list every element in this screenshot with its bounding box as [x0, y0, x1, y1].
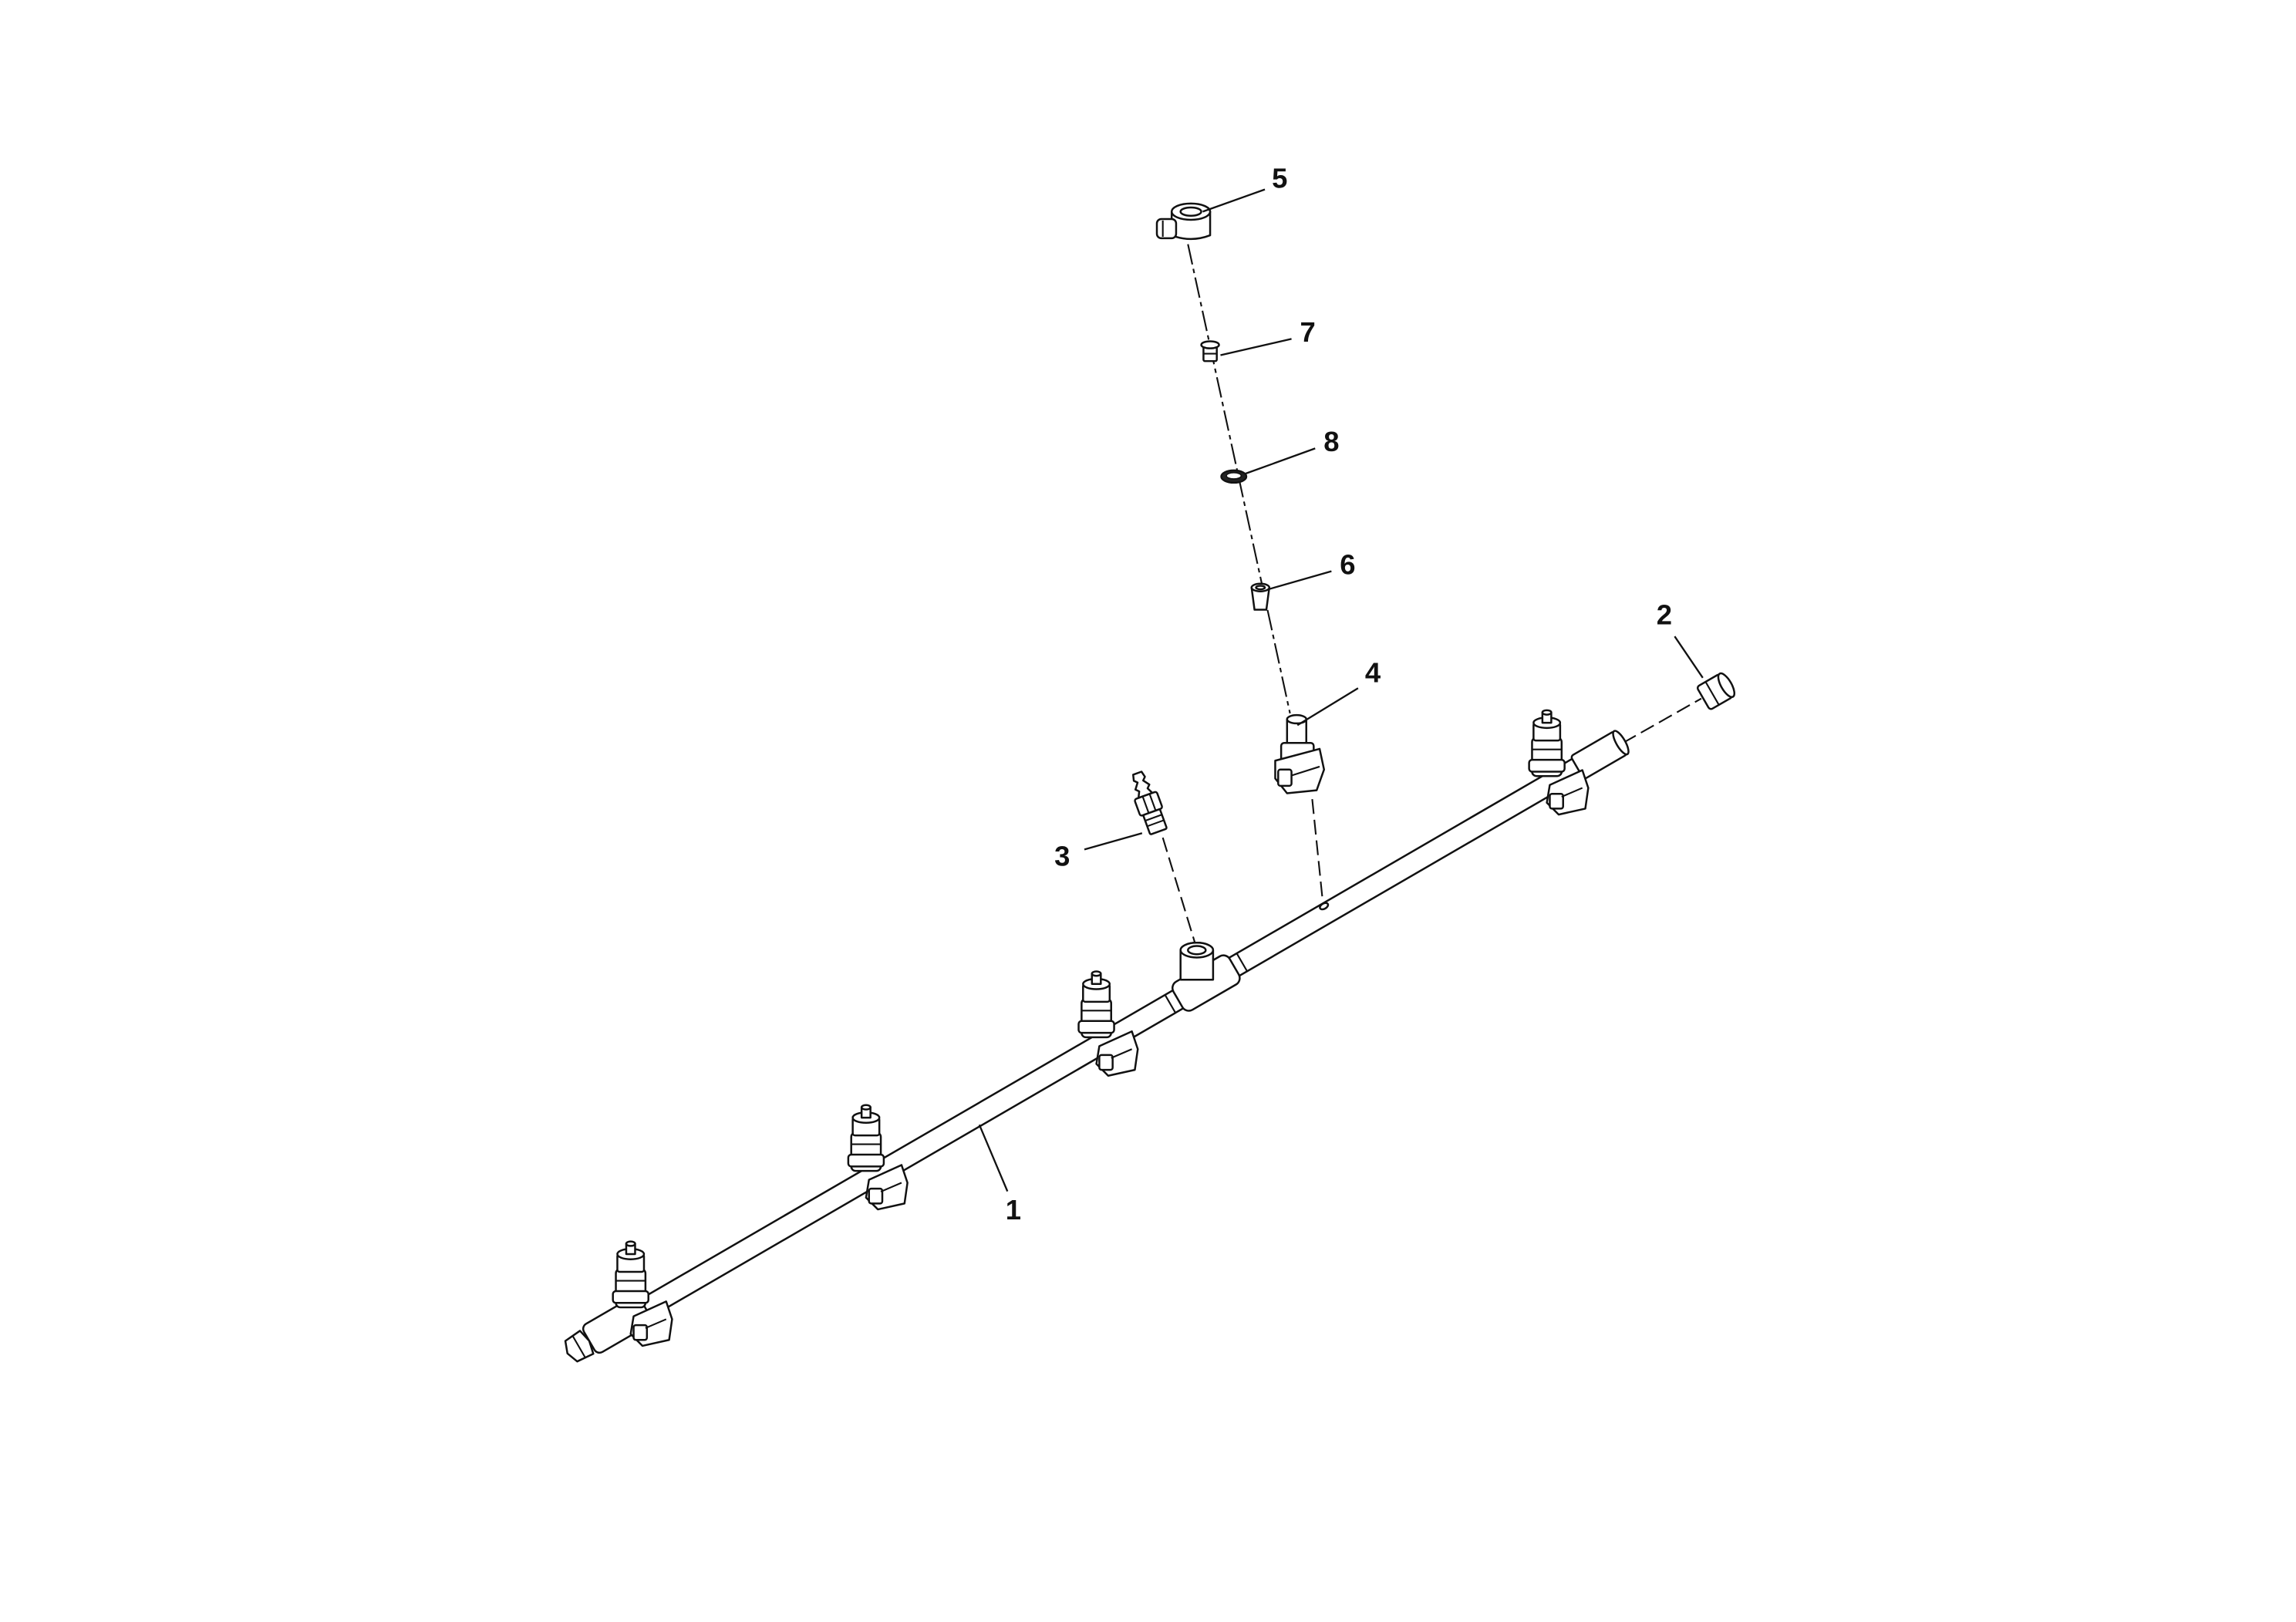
- spray-pipe: [564, 730, 1630, 1363]
- leader-line-7: [1220, 338, 1292, 356]
- callout-3: 3: [1054, 840, 1070, 872]
- leader-line-4: [1296, 687, 1359, 727]
- leader-line-2: [1674, 636, 1704, 679]
- leader-line-8: [1245, 447, 1316, 475]
- hose-barb-fitting: [1132, 771, 1168, 835]
- leader-line-3: [1084, 832, 1143, 851]
- strainer: [1250, 582, 1271, 611]
- nozzle-body: [1274, 713, 1326, 794]
- leader-line-5: [1202, 188, 1266, 213]
- callout-2: 2: [1657, 599, 1672, 631]
- assembly-line-part-2: [1622, 697, 1702, 744]
- callout-8: 8: [1323, 426, 1339, 457]
- callout-4: 4: [1365, 657, 1381, 689]
- callout-7: 7: [1300, 316, 1316, 348]
- callout-6: 6: [1340, 548, 1355, 580]
- tee-branch: [1179, 942, 1215, 981]
- nozzle-cap: [1155, 202, 1212, 241]
- assembly-line-part-4: [1311, 799, 1323, 900]
- callout-1: 1: [1006, 1194, 1021, 1226]
- callout-5: 5: [1272, 163, 1287, 194]
- leader-line-6: [1269, 570, 1332, 590]
- leader-line-1: [978, 1124, 1009, 1192]
- assembly-line-part-3: [1161, 837, 1196, 945]
- end-cap: [1696, 672, 1736, 710]
- o-ring: [1220, 469, 1248, 484]
- nozzle-tip: [1200, 340, 1220, 363]
